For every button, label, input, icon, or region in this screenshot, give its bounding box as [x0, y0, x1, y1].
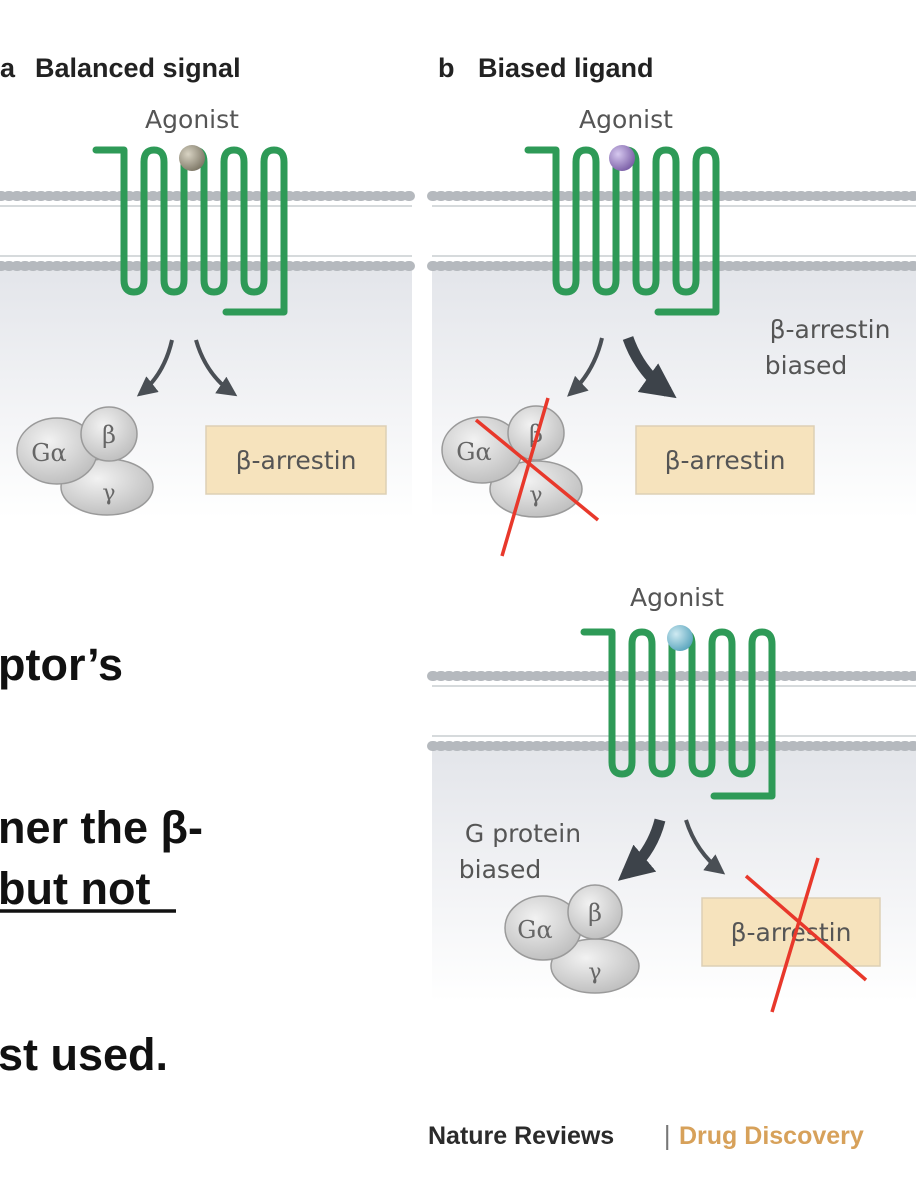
panel-c-cross-mark: [744, 857, 868, 1013]
panel-b-arrestin-box: [635, 425, 815, 495]
panel-a-letter: a: [0, 53, 16, 83]
panel-b-receptor: [524, 146, 720, 316]
panel-a-g-gamma: γ: [102, 481, 115, 506]
panel-b-g-gamma: γ: [529, 483, 542, 508]
panel-a: a Balanced signal Agonist Gα β γ β-arres…: [0, 53, 417, 518]
panel-b-arrow-arrestin-bold: [622, 336, 677, 399]
panel-a-title: Balanced signal: [35, 53, 241, 83]
panel-a-g-beta: β: [102, 421, 116, 449]
panel-c: Agonist G protein biased Gα β γ β-arrest…: [427, 583, 916, 1013]
panel-c-g-protein: Gα β γ: [504, 884, 640, 994]
panel-a-g-protein: Gα β γ: [16, 406, 154, 516]
panel-a-arrestin-box: [205, 425, 387, 495]
panel-a-agonist: [179, 145, 205, 171]
panel-c-bias-line1: G protein: [465, 819, 581, 848]
panel-a-agonist-label: Agonist: [145, 105, 239, 134]
panel-a-arrestin-label: β-arrestin: [236, 446, 357, 475]
panel-b-title: Biased ligand: [478, 53, 654, 83]
panel-b-cross-mark: [474, 397, 600, 557]
panel-c-bias-line2: biased: [459, 855, 541, 884]
panel-b-g-alpha: Gα: [456, 438, 491, 466]
panel-a-receptor: [92, 146, 288, 316]
panel-c-agonist: [667, 625, 693, 651]
panel-b-agonist: [609, 145, 635, 171]
panel-c-g-alpha: Gα: [517, 916, 552, 944]
panel-b-arrestin-label: β-arrestin: [665, 446, 786, 475]
credit-separator: |: [663, 1121, 671, 1150]
panel-c-g-beta: β: [588, 899, 602, 927]
panel-c-g-gamma: γ: [588, 960, 601, 985]
panel-a-arrow-arrestin: [194, 339, 238, 397]
panel-c-arrow-arrestin: [684, 819, 726, 875]
panel-b-arrow-g-protein: [567, 337, 604, 397]
panel-b-bias-line2: biased: [765, 351, 847, 380]
panel-c-agonist-label: Agonist: [630, 583, 724, 612]
credit-section: Drug Discovery: [679, 1122, 864, 1150]
panel-c-receptor: [580, 628, 776, 800]
panel-a-g-alpha: Gα: [31, 439, 66, 467]
left-slide-text: ptor’s ner the β- but not st used.: [0, 639, 203, 1080]
panel-b-agonist-label: Agonist: [579, 105, 673, 134]
panel-b: b Biased ligand Agonist β-arrestin biase…: [427, 53, 916, 557]
panel-b-bias-line1: β-arrestin: [770, 315, 891, 344]
left-text-line3: but not: [0, 863, 150, 914]
panel-a-arrow-g-protein: [136, 339, 174, 397]
panel-b-letter: b: [438, 53, 455, 83]
panel-c-arrow-g-protein-bold: [617, 818, 666, 881]
figure-credit: Nature Reviews | Drug Discovery: [428, 1121, 864, 1150]
left-text-line4: st used.: [0, 1029, 168, 1080]
credit-journal: Nature Reviews: [428, 1122, 614, 1150]
panel-b-g-protein: Gα β γ: [441, 405, 583, 518]
left-text-line2: ner the β-: [0, 802, 203, 853]
panel-c-arrestin-label: β-arrestin: [731, 918, 852, 947]
panel-c-arrestin-box: [701, 897, 881, 967]
left-text-line1: ptor’s: [0, 639, 123, 690]
